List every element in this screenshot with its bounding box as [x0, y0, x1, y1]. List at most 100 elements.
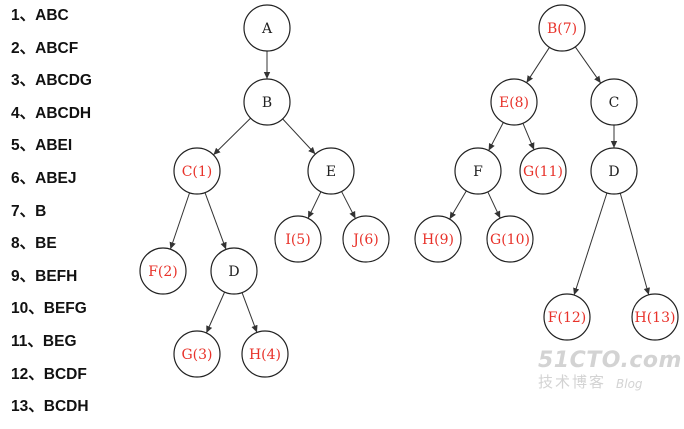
- node-circle: [173, 147, 221, 195]
- node-label: H(9): [422, 232, 454, 248]
- watermark-sub-row: 技术博客 Blog: [538, 375, 682, 391]
- edge-C-F: [169, 192, 191, 250]
- path-sep: 、: [27, 332, 43, 350]
- path-sep: 、: [19, 104, 36, 122]
- path-list-item: 1、ABC: [11, 5, 92, 38]
- path-sep: 、: [19, 235, 36, 253]
- edge-B-E: [526, 47, 550, 83]
- node-label: A: [261, 21, 273, 37]
- path-sep: 、: [19, 137, 36, 155]
- node-H: H(4): [241, 330, 289, 378]
- node-label: H(13): [635, 310, 676, 326]
- path-list-item: 5、ABEI: [11, 135, 92, 168]
- path-sep: 、: [28, 300, 44, 318]
- path-list-item: 10、BEFG: [11, 298, 92, 331]
- path-text: BEG: [42, 332, 77, 350]
- node-I: I(5): [274, 215, 322, 263]
- node-C: C(1): [173, 147, 221, 195]
- node-G: G(11): [519, 147, 567, 195]
- node-C: C: [590, 78, 638, 126]
- edge-F-H: [449, 190, 467, 220]
- node-label: J(6): [351, 232, 378, 248]
- node-circle: [307, 147, 355, 195]
- path-sep: 、: [19, 169, 36, 187]
- edge-D-H: [241, 292, 258, 333]
- path-num: 3: [11, 72, 20, 90]
- node-D: D: [210, 247, 258, 295]
- node-label: F(12): [548, 310, 586, 326]
- node-B: B(7): [538, 4, 586, 52]
- path-list-item: 4、ABCDH: [11, 103, 92, 136]
- path-list-item: 3、ABCDG: [11, 70, 92, 103]
- edge-B-E: [282, 118, 316, 155]
- node-circle: [454, 147, 502, 195]
- edge-E-J: [341, 191, 356, 219]
- path-num: 9: [11, 267, 20, 285]
- node-F: F: [454, 147, 502, 195]
- path-num: 6: [11, 169, 20, 187]
- path-text: ABEJ: [35, 169, 77, 187]
- node-circle: [590, 78, 638, 126]
- node-circle: [486, 215, 534, 263]
- path-sep: 、: [28, 365, 44, 383]
- path-text: BCDF: [43, 365, 87, 383]
- path-text: BEFH: [35, 267, 78, 285]
- path-list-item: 6、ABEJ: [11, 168, 92, 201]
- path-text: BEFG: [43, 300, 87, 318]
- node-H2: H(13): [631, 293, 679, 341]
- node-J: J(6): [342, 215, 390, 263]
- node-circle: [590, 147, 638, 195]
- path-num: 4: [11, 104, 20, 122]
- edge-C-D: [204, 192, 227, 250]
- node-circle: [241, 330, 289, 378]
- node-circle: [490, 78, 538, 126]
- path-sep: 、: [19, 7, 36, 24]
- node-H: H(9): [414, 215, 462, 263]
- path-sep: 、: [19, 267, 36, 285]
- path-list-item: 13、BCDH: [11, 396, 92, 429]
- edge-D-F2: [573, 192, 608, 296]
- node-circle: [414, 215, 462, 263]
- path-num: 1: [11, 7, 20, 24]
- node-label: G(3): [181, 347, 212, 363]
- node-circle: [519, 147, 567, 195]
- path-text: ABCDG: [35, 72, 92, 90]
- node-B: B: [243, 78, 291, 126]
- path-text: ABC: [35, 7, 69, 24]
- node-circle: [139, 247, 187, 295]
- node-G: G(3): [173, 330, 221, 378]
- node-F2: F(12): [543, 293, 591, 341]
- node-label: D: [608, 164, 619, 180]
- path-sep: 、: [19, 202, 36, 220]
- node-label: G(11): [523, 164, 563, 180]
- path-text: BCDH: [43, 398, 89, 416]
- path-text: ABEI: [35, 137, 73, 155]
- node-E: E(8): [490, 78, 538, 126]
- node-label: C: [609, 95, 620, 111]
- edge-E-F: [488, 122, 504, 151]
- node-label: F: [473, 164, 483, 180]
- edge-D-G: [205, 291, 226, 334]
- path-num: 10: [11, 300, 29, 318]
- node-E: E: [307, 147, 355, 195]
- path-list-item: 7、B: [11, 201, 92, 234]
- edge-E-G: [522, 123, 535, 150]
- edge-E-I: [307, 191, 322, 219]
- node-label: C(1): [182, 164, 213, 180]
- path-list-item: 12、BCDF: [11, 364, 92, 397]
- path-text: BE: [35, 235, 57, 253]
- node-circle: [342, 215, 390, 263]
- tree-left: A B C(1) E F(2) D I(5) J(6) G(3) H(4): [139, 4, 390, 378]
- node-G2: G(10): [486, 215, 534, 263]
- path-sep: 、: [19, 72, 36, 90]
- tree-diagrams: A B C(1) E F(2) D I(5) J(6) G(3) H(4) B(7) E(8) C F G…: [139, 4, 679, 378]
- path-list-item: 11、BEG: [11, 331, 92, 364]
- path-num: 2: [11, 39, 20, 57]
- path-sep: 、: [19, 39, 36, 57]
- node-F: F(2): [139, 247, 187, 295]
- node-circle: [274, 215, 322, 263]
- node-circle: [631, 293, 679, 341]
- node-label: E(8): [499, 95, 529, 111]
- path-text: ABCF: [35, 39, 79, 57]
